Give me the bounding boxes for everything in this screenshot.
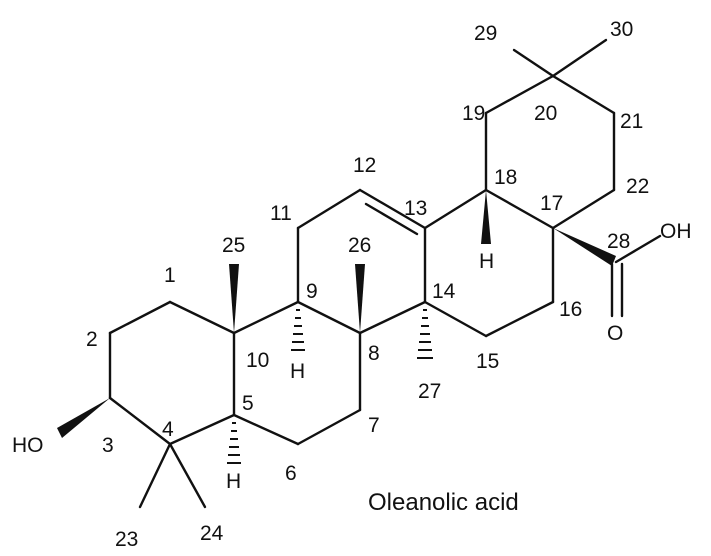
carbonyl-o-label: O: [607, 322, 623, 345]
carbon-label-11: 11: [270, 202, 292, 225]
carbon-label-19: 19: [462, 102, 485, 125]
bond-c20-c21: [551, 74, 616, 115]
wedge-c8-c26: [355, 264, 365, 333]
bond-c16-c15: [484, 300, 555, 338]
compound-name: Oleanolic acid: [368, 489, 519, 516]
carbon-label-27: 27: [418, 380, 441, 403]
carbon-label-3: 3: [102, 434, 114, 457]
wedge-c17-c28: [553, 228, 616, 266]
carbon-label-22: 22: [626, 175, 649, 198]
bond-c1-c2: [108, 300, 172, 335]
carbon-label-28: 28: [607, 230, 630, 253]
bond-c13-c18: [423, 188, 488, 230]
carbon-label-8: 8: [368, 342, 380, 365]
bond-c4-c5: [168, 413, 236, 446]
bond-c7-c6: [296, 408, 362, 446]
hash-c14-c27: [417, 309, 433, 359]
carbon-label-30: 30: [610, 18, 633, 41]
carbon-label-23: 23: [115, 528, 138, 551]
carbon-label-5: 5: [242, 392, 254, 415]
carbon-label-10: 10: [246, 349, 269, 372]
carbon-label-26: 26: [348, 234, 371, 257]
wedge-c3-o: [57, 398, 110, 438]
carbon-label-16: 16: [559, 298, 582, 321]
ho-label: HO: [12, 434, 44, 457]
hash-c9-h: [291, 309, 305, 351]
h9-label: H: [290, 360, 305, 383]
hash-c5-h: [227, 422, 241, 464]
carbon-label-24: 24: [200, 522, 224, 545]
carbon-label-9: 9: [306, 280, 318, 303]
h18-label: H: [479, 250, 494, 273]
carbon-label-15: 15: [476, 350, 499, 373]
wedge-c10-c25: [229, 264, 239, 333]
carbon-label-17: 17: [540, 192, 563, 215]
carbon-label-25: 25: [222, 234, 245, 257]
bond-c10-c9: [232, 300, 300, 335]
oh-label: OH: [660, 220, 692, 243]
bond-c4-c23: [138, 442, 172, 509]
bond-c18-c17: [484, 188, 555, 230]
bond-c22-c17: [551, 188, 616, 230]
bond-c15-c14: [423, 300, 488, 338]
bond-c28-oh: [614, 234, 662, 264]
bond-c4-c24: [168, 442, 207, 509]
carbon-label-13: 13: [404, 197, 427, 220]
carbon-label-7: 7: [368, 414, 380, 437]
bond-c11-c12: [296, 188, 362, 230]
bond-c6-c5: [232, 413, 300, 446]
bond-c20-c29: [512, 48, 555, 78]
bond-c10-c1: [168, 300, 236, 335]
carbon-label-2: 2: [86, 328, 98, 351]
carbon-label-21: 21: [620, 110, 643, 133]
bond-c9-c8: [296, 300, 362, 335]
carbon-label-20: 20: [534, 102, 557, 125]
wedge-c18-h: [481, 190, 491, 244]
bond-c3-c4: [108, 396, 172, 446]
bond-c12-c13: [358, 188, 427, 230]
bond-c19-c20: [484, 74, 555, 115]
carbon-label-4: 4: [162, 418, 174, 441]
carbon-label-12: 12: [353, 154, 376, 177]
h5-label: H: [226, 470, 241, 493]
carbon-label-14: 14: [432, 280, 456, 303]
hash-group: [227, 309, 433, 464]
bond-c14-c8: [358, 300, 427, 335]
bond-c20-c30: [551, 38, 608, 78]
carbon-label-18: 18: [494, 166, 517, 189]
carbon-label-29: 29: [474, 22, 497, 45]
carbon-label-1: 1: [164, 264, 176, 287]
carbon-label-6: 6: [285, 462, 297, 485]
bond-c12-c13-double: [364, 202, 419, 236]
